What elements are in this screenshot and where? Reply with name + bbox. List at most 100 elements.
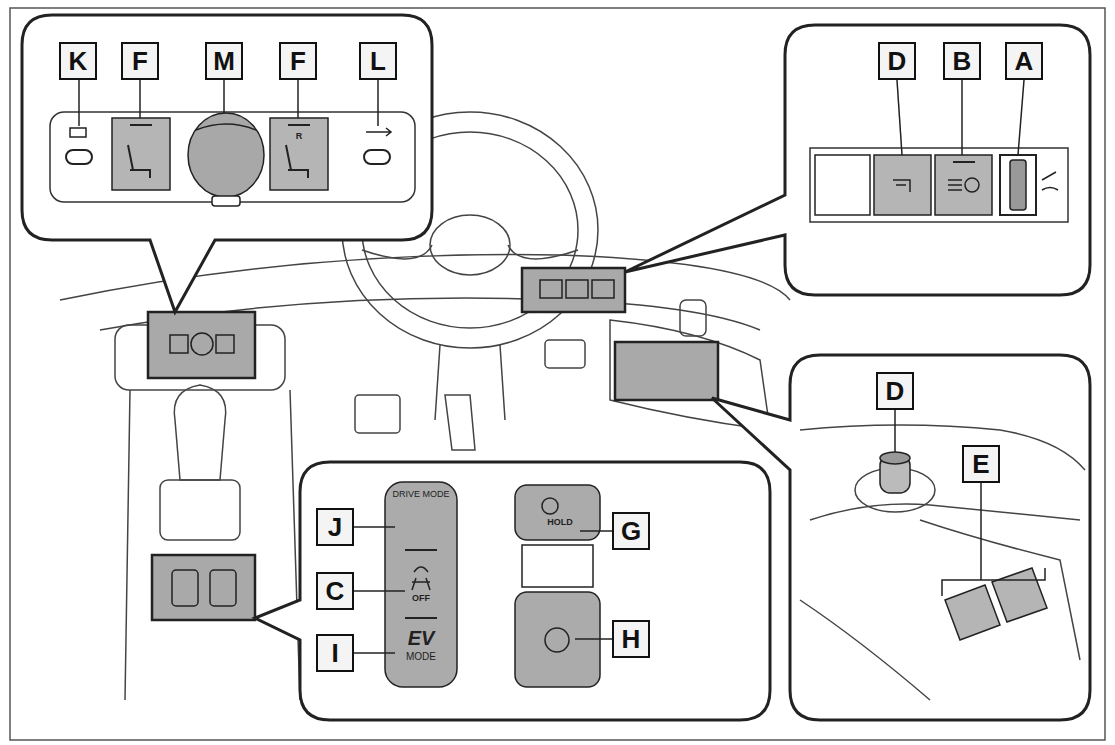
callout-box: C xyxy=(316,572,354,610)
socket-cap xyxy=(188,113,264,197)
highlight-area xyxy=(522,268,625,312)
gear-lever xyxy=(174,385,225,480)
seat-icon xyxy=(286,145,308,178)
hold-icon xyxy=(542,498,558,514)
mode-switch-column xyxy=(385,482,457,687)
brightness-icon xyxy=(1042,172,1058,190)
detail xyxy=(172,570,198,606)
button-label: DRIVE MODE xyxy=(389,490,453,499)
callout-letter: F xyxy=(132,48,148,74)
switch-icon xyxy=(893,180,910,192)
leader-line xyxy=(580,530,612,532)
callout-letter: M xyxy=(213,48,235,74)
usb-port xyxy=(66,150,92,164)
leader-line xyxy=(897,80,902,155)
callout-letter: L xyxy=(370,48,386,74)
callout-letter: E xyxy=(972,451,989,477)
door-armrest xyxy=(800,425,1085,700)
callout-letter: F xyxy=(290,48,306,74)
indicator xyxy=(288,124,310,126)
headlight-icon xyxy=(948,180,962,190)
callout-box: H xyxy=(612,620,650,658)
highlight-area xyxy=(148,312,255,378)
switch-panel xyxy=(545,340,585,368)
callout-letter: H xyxy=(622,626,641,652)
leader-line xyxy=(894,410,896,452)
callout-letter: B xyxy=(953,48,972,74)
button-label: HOLD xyxy=(540,518,580,527)
callout-letter: G xyxy=(621,518,641,544)
switch-panel xyxy=(50,112,415,202)
window-switch xyxy=(945,585,1000,640)
leader-line xyxy=(78,80,80,126)
seat-heater-button xyxy=(270,118,328,190)
brake-pedal xyxy=(355,395,400,433)
detail xyxy=(170,335,188,353)
cap-tab xyxy=(212,196,240,206)
charge-icon xyxy=(70,128,86,137)
callout-box: E xyxy=(962,445,1000,483)
usb-port xyxy=(364,150,390,164)
armrest-edge xyxy=(810,504,1080,520)
callout-box: G xyxy=(612,512,650,550)
indicator xyxy=(130,124,152,126)
mirror-stalk xyxy=(680,300,706,336)
switch-button xyxy=(935,155,992,215)
callout-box: F xyxy=(121,42,159,80)
dial-wheel xyxy=(1010,160,1026,210)
callout-letter: J xyxy=(328,514,342,540)
switch-recess xyxy=(522,545,593,587)
leader-line xyxy=(297,80,299,118)
leader-lines xyxy=(79,80,378,126)
leader-line xyxy=(377,80,379,126)
callout-box: M xyxy=(205,42,243,80)
button-label: OFF xyxy=(389,594,453,603)
leader-line xyxy=(1018,80,1024,155)
auto-icon xyxy=(965,178,979,192)
callout-box: F xyxy=(279,42,317,80)
highlight-area xyxy=(615,342,718,400)
outer-frame xyxy=(10,8,1105,740)
center-console xyxy=(125,390,300,700)
callout-letter: I xyxy=(331,640,338,666)
leader-lines xyxy=(354,527,612,653)
armrest-edge xyxy=(800,425,1085,470)
leader-line xyxy=(354,526,395,528)
detail xyxy=(191,333,213,355)
callout-box: K xyxy=(59,42,97,80)
callout-box: A xyxy=(1005,42,1043,80)
button-label: MODE xyxy=(389,652,453,663)
dial-frame xyxy=(1000,155,1036,215)
blank-switch xyxy=(815,155,870,215)
mirror-knob-top xyxy=(880,452,910,464)
vsc-icon xyxy=(412,567,430,590)
callout-box: J xyxy=(316,508,354,546)
detail xyxy=(216,335,234,353)
seat-heater-button xyxy=(112,118,170,190)
callout-box: L xyxy=(359,42,397,80)
usb-icon xyxy=(366,128,391,136)
cap-edge xyxy=(196,124,256,130)
leader-line xyxy=(354,652,395,654)
indicator xyxy=(953,161,975,163)
callout-letter: K xyxy=(69,48,88,74)
bracket xyxy=(942,483,1045,596)
steering-column xyxy=(435,345,505,420)
leader-lines xyxy=(897,80,1024,155)
steering-spokes xyxy=(362,245,578,259)
detail xyxy=(592,280,614,298)
button-label: EV xyxy=(389,628,453,649)
detail xyxy=(566,280,588,298)
armrest-edge xyxy=(920,520,1080,660)
shift-gate xyxy=(160,480,240,540)
leader-line xyxy=(961,80,963,155)
switch-button xyxy=(874,155,931,215)
armrest-edge xyxy=(800,600,930,700)
seat-icon xyxy=(128,145,150,178)
highlight-area xyxy=(152,555,255,620)
detail xyxy=(540,280,562,298)
callout-letter: D xyxy=(888,48,907,74)
inset-bubble xyxy=(22,15,432,312)
callout-box: I xyxy=(316,634,354,672)
